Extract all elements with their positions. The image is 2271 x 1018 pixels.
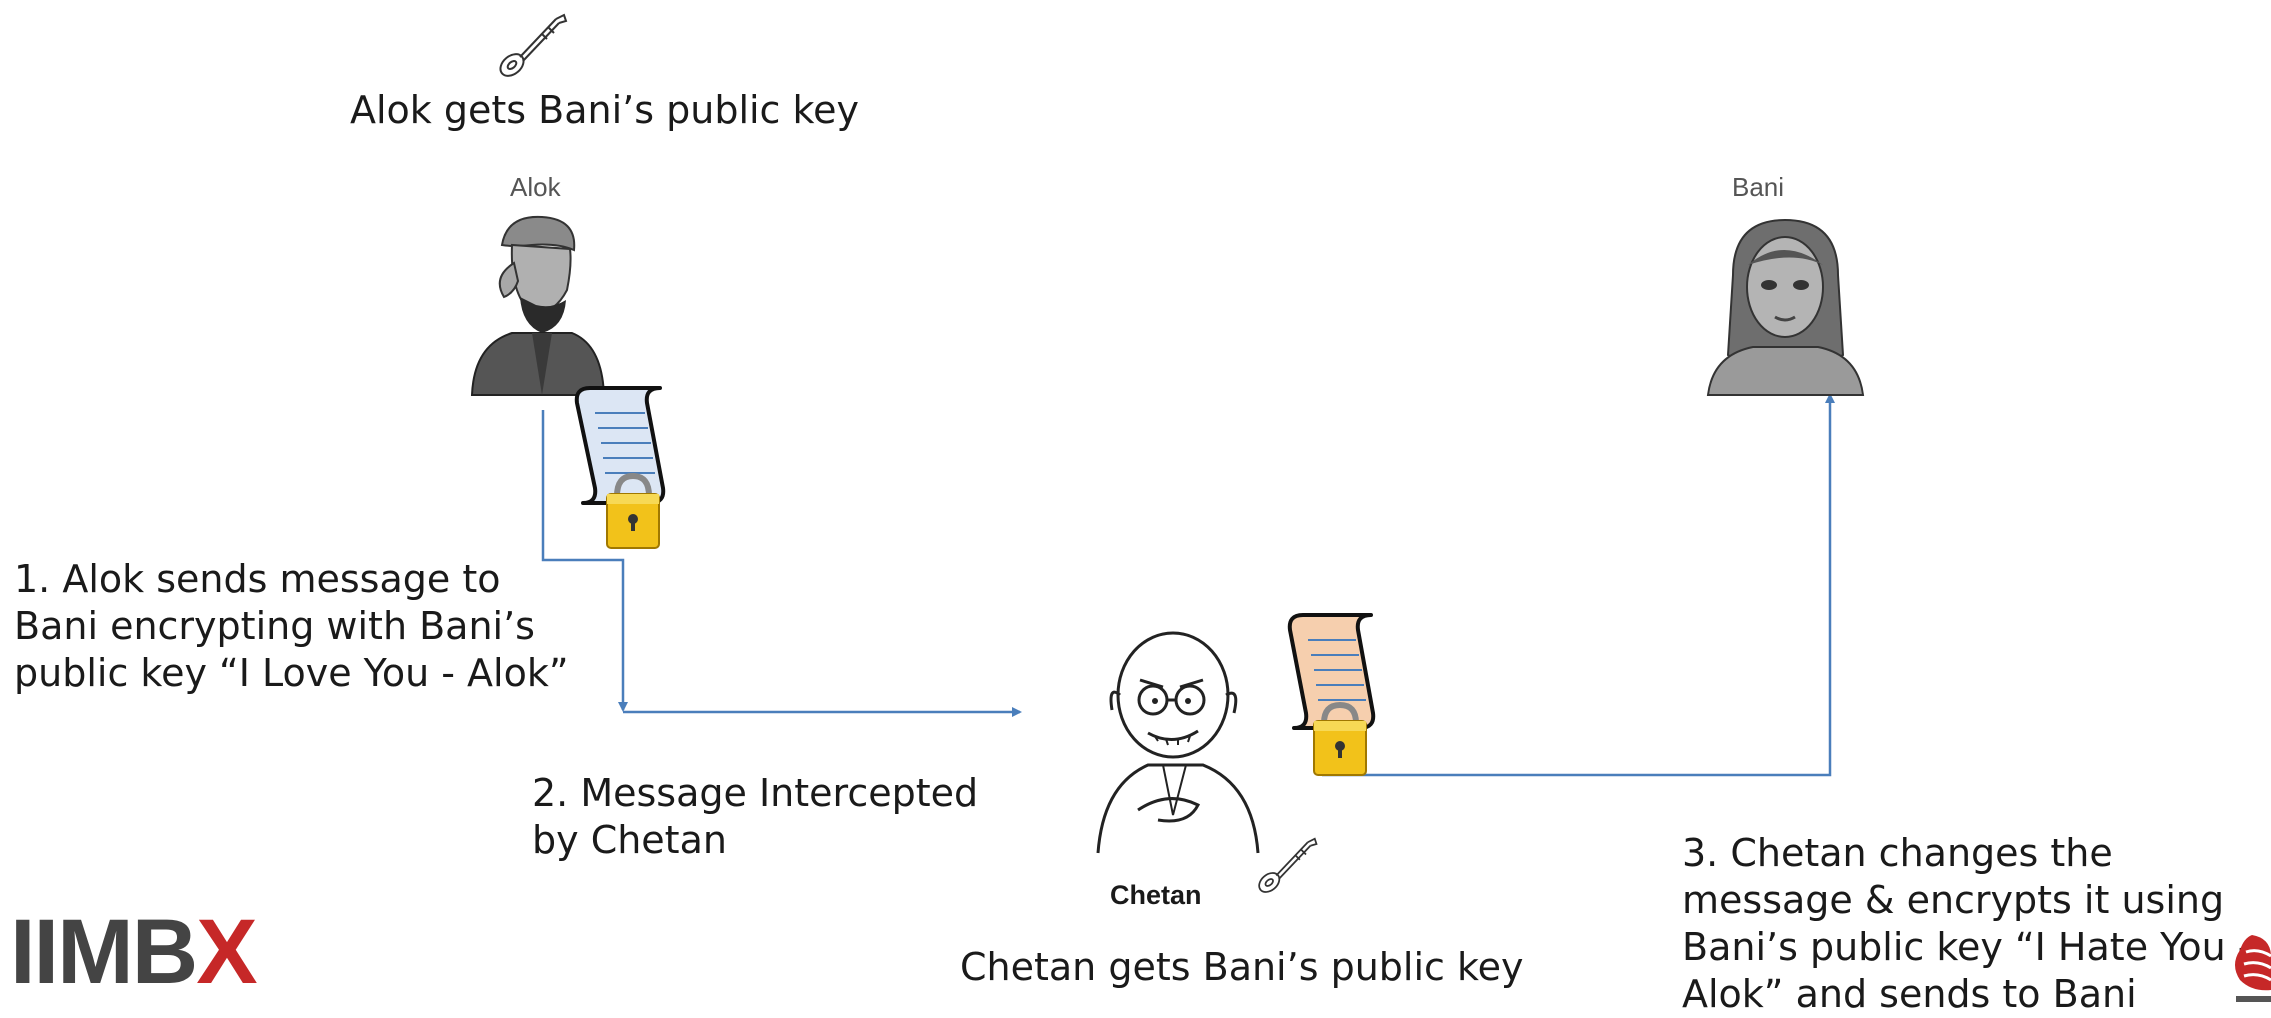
iimbx-logo: IIMBX	[10, 900, 258, 1005]
arrow-alok-down	[541, 410, 628, 712]
chetan-avatar	[1096, 631, 1260, 854]
bani-name-label: Bani	[1732, 172, 1785, 202]
step-2-text: 2. Message Intercepted by Chetan	[532, 771, 979, 863]
chetan-name-label: Chetan	[1110, 880, 1202, 910]
chetan-caption: Chetan gets Bani’s public key	[960, 945, 1524, 989]
chetan-key-icon	[1258, 837, 1318, 893]
step-1-text: 1. Alok sends message to Bani encrypting…	[14, 557, 569, 696]
bani-avatar	[1706, 218, 1865, 396]
alok-encrypted-message-icon	[574, 386, 666, 549]
alok-avatar	[470, 215, 606, 396]
top-caption: Alok gets Bani’s public key	[350, 88, 860, 132]
key-icon	[499, 13, 568, 77]
iimb-emblem-icon	[2235, 935, 2271, 1002]
iimbx-logo-prefix: IIMB	[10, 901, 198, 1003]
alok-name-label: Alok	[510, 172, 561, 202]
iimbx-logo-suffix: X	[196, 901, 257, 1003]
arrow-to-bani	[1322, 393, 1835, 777]
chetan-encrypted-message-icon	[1287, 613, 1376, 776]
step-3-text: 3. Chetan changes the message & encrypts…	[1682, 831, 2252, 1017]
